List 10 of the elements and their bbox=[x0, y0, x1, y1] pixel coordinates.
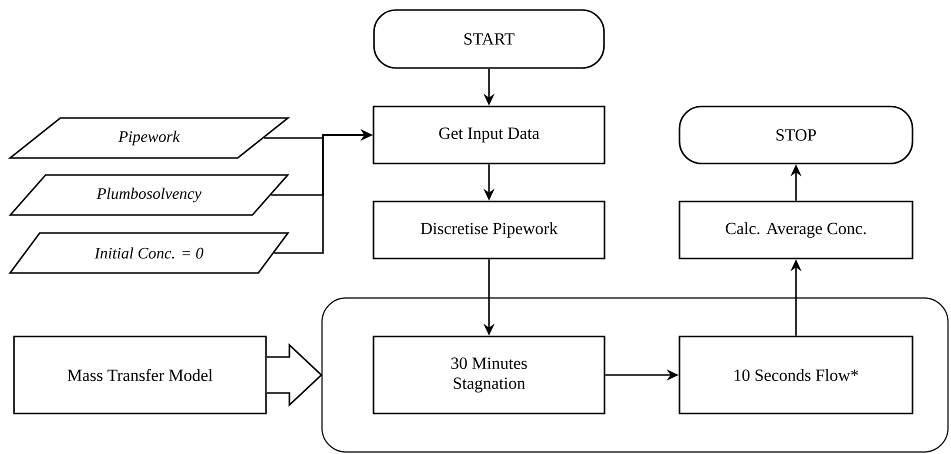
loop-container bbox=[321, 297, 949, 453]
process-box: Discretise Pipework bbox=[372, 200, 606, 260]
process-box: Mass Transfer Model bbox=[13, 336, 267, 414]
process-box: Calc. Average Conc. bbox=[678, 200, 914, 260]
terminal-box: STOP bbox=[678, 106, 914, 164]
process-box: Get Input Data bbox=[372, 106, 606, 164]
process-box: 30 Minutes Stagnation bbox=[372, 336, 606, 414]
terminal-box: START bbox=[373, 9, 605, 69]
process-box: 10 Seconds Flow* bbox=[678, 336, 914, 414]
block-arrow bbox=[266, 343, 323, 407]
